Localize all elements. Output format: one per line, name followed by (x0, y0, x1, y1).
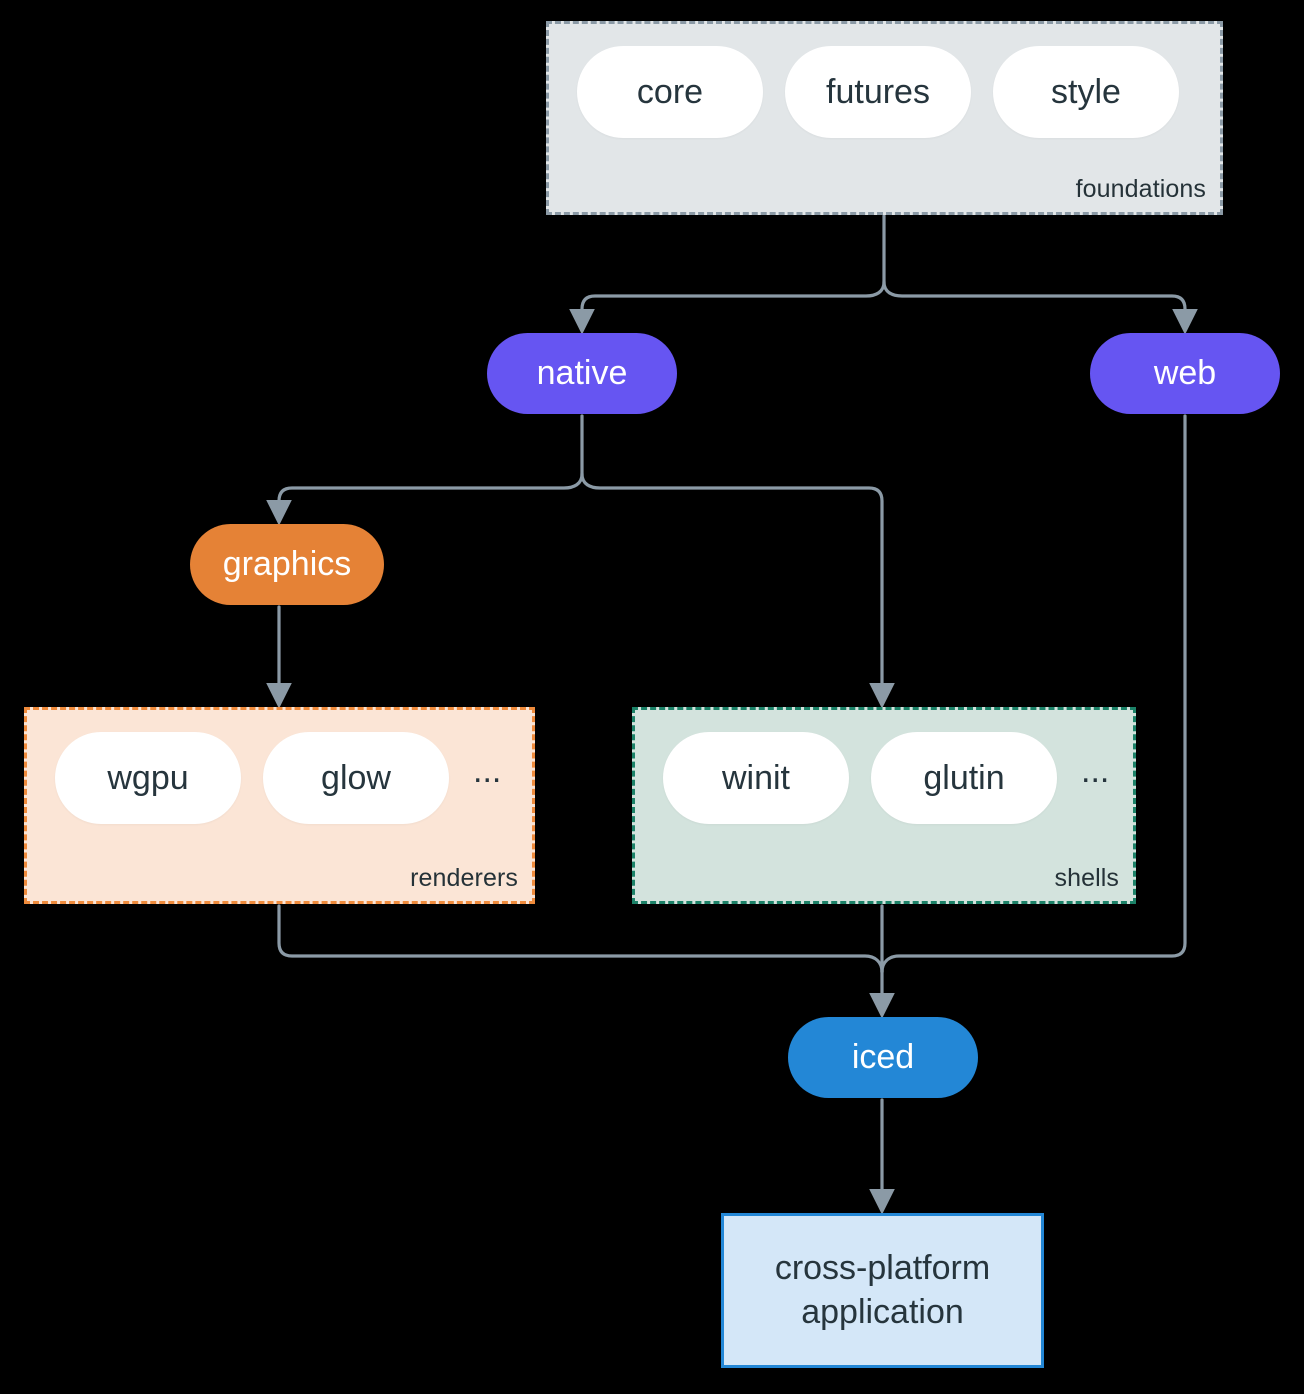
foundations-chip-row: core futures style (549, 46, 1179, 138)
chip-style[interactable]: style (993, 46, 1179, 138)
node-web[interactable]: web (1090, 333, 1280, 414)
renderers-chip-row: wgpu glow ... (27, 732, 501, 824)
app-label-line-2: application (801, 1292, 964, 1331)
shells-chip-row: winit glutin ... (635, 732, 1109, 824)
cluster-foundations: core futures style foundations (546, 21, 1223, 215)
edge-foundations-web (882, 280, 1198, 335)
edge-foundations-native (569, 280, 886, 335)
chip-core[interactable]: core (577, 46, 763, 138)
node-cross-platform-application[interactable]: cross-platform application (721, 1213, 1044, 1368)
app-label-line-1: cross-platform (774, 1248, 991, 1287)
node-iced[interactable]: iced (788, 1017, 978, 1098)
renderers-ellipsis: ... (473, 752, 502, 790)
edge-renderers-iced (277, 904, 884, 974)
chip-glutin[interactable]: glutin (871, 732, 1057, 824)
node-graphics[interactable]: graphics (190, 524, 384, 605)
cluster-label-foundations: foundations (1075, 175, 1206, 203)
edge-native-graphics (266, 472, 584, 526)
cluster-label-shells: shells (1054, 864, 1119, 892)
edge-native-shells (580, 472, 895, 709)
node-native[interactable]: native (487, 333, 677, 414)
chip-winit[interactable]: winit (663, 732, 849, 824)
chip-glow[interactable]: glow (263, 732, 449, 824)
cluster-renderers: wgpu glow ... renderers (24, 707, 535, 904)
cluster-shells: winit glutin ... shells (632, 707, 1136, 904)
shells-ellipsis: ... (1081, 752, 1110, 790)
cluster-label-renderers: renderers (410, 864, 518, 892)
chip-wgpu[interactable]: wgpu (55, 732, 241, 824)
chip-futures[interactable]: futures (785, 46, 971, 138)
